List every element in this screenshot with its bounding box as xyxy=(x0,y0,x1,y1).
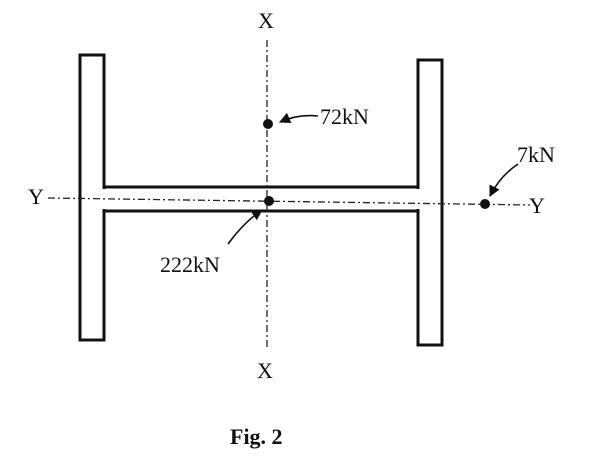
axis-label-y-left: Y xyxy=(28,184,44,209)
load-point-7kn xyxy=(480,199,490,209)
leader-arrow-72kn xyxy=(278,112,319,124)
load-label-222kn: 222kN xyxy=(160,252,220,277)
steel-section xyxy=(78,53,444,347)
leader-arrow-7kn xyxy=(489,163,519,198)
left-flange xyxy=(78,53,106,342)
y-y-axis-line xyxy=(47,197,531,206)
load-point-72kn xyxy=(263,119,273,129)
axis-label-y-right: Y xyxy=(529,193,545,218)
axis-label-x-bottom: X xyxy=(257,358,273,383)
load-label-72kn: 72kN xyxy=(320,104,369,129)
figure-caption: Fig. 2 xyxy=(230,424,283,449)
axis-label-x-top: X xyxy=(258,8,274,33)
load-point-222kn xyxy=(264,196,274,206)
leader-arrow-222kn xyxy=(227,209,263,245)
web-joint-right xyxy=(416,189,420,209)
web xyxy=(102,185,420,213)
right-flange xyxy=(416,58,444,347)
load-label-7kn: 7kN xyxy=(517,142,555,167)
